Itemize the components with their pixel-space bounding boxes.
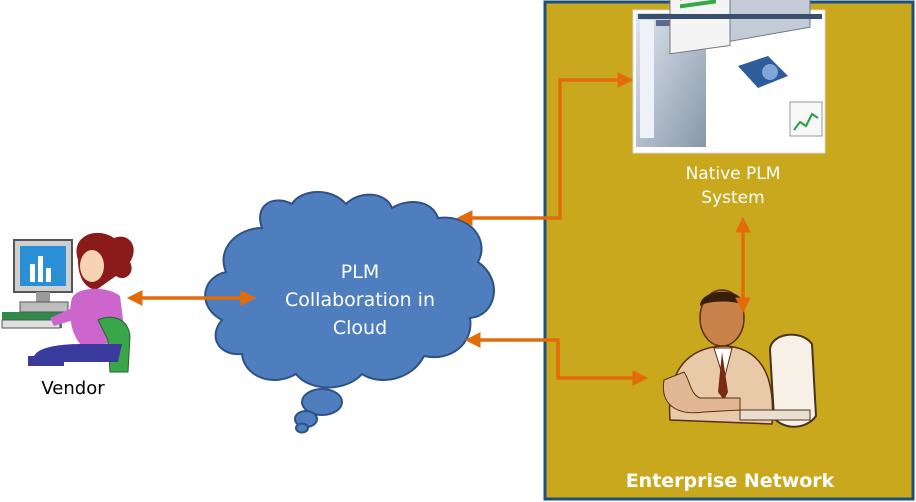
arrow-cloud-user xyxy=(464,332,649,386)
cloud-shape xyxy=(204,190,495,434)
native-plm-system-label: Native PLM System xyxy=(685,164,781,208)
vendor-clipart-icon xyxy=(1,232,134,373)
business-user-clipart-icon xyxy=(662,289,818,428)
arrow-cloud-native-plm xyxy=(456,72,634,226)
vendor-label: Vendor xyxy=(41,378,105,399)
native-plm-screenshot-icon xyxy=(632,0,826,154)
enterprise-network-label: Enterprise Network xyxy=(625,470,835,492)
cloud-label: PLM Collaboration in Cloud xyxy=(285,261,435,339)
